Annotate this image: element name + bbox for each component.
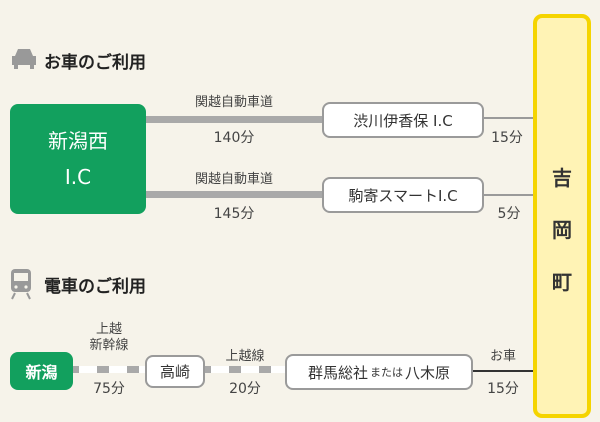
station-gunma-soja: 群馬総社 [307,363,368,382]
route1-line [146,116,322,123]
route1-final-line [484,117,534,119]
route1-final-time: 15分 [491,130,523,146]
seg3-time: 15分 [487,381,519,397]
car-icon [12,49,36,69]
route2-final-line [484,194,534,196]
seg2-rail-line [205,366,285,373]
or-text: または [370,366,403,379]
seg3-mode: お車 [489,349,516,364]
seg2-line-name: 上越線 [225,349,265,364]
destination-yoshioka: 吉 岡 町 [533,14,591,418]
route2-road: 関越自動車道 [194,172,273,187]
exit-komayose-smart: 駒寄スマートI.C [322,177,484,213]
station-takasaki: 高崎 [145,355,205,388]
car-heading: お車のご利用 [44,53,146,73]
destination-char: 吉 [552,166,572,190]
seg1-line-name: 上越新幹線 [73,322,145,354]
seg2-time: 20分 [229,381,261,397]
route1-road: 関越自動車道 [194,95,273,110]
destination-char: 岡 [552,218,572,242]
origin-niigata-nishi-ic: 新潟西 I.C [10,104,146,214]
route2-time: 145分 [213,206,255,222]
seg1-time: 75分 [93,381,125,397]
exit-shibukawa-ikaho: 渋川伊香保 I.C [322,102,484,138]
train-icon [11,269,31,300]
route2-final-time: 5分 [497,206,521,222]
seg1-line-name-2: 新幹線 [89,338,129,353]
seg1-rail-line [73,366,145,373]
route2-line [146,191,322,198]
seg3-line [473,370,533,372]
origin-name: 新潟西 [48,129,108,153]
station-gunma-soja-or-yagihara: 群馬総社または八木原 [285,354,473,390]
seg1-line-name-1: 上越 [95,322,122,337]
station-yagihara: 八木原 [405,363,451,382]
origin-suffix: I.C [64,165,92,189]
train-heading: 電車のご利用 [44,277,146,297]
route1-time: 140分 [213,130,255,146]
destination-char: 町 [552,270,572,294]
origin-niigata: 新潟 [10,352,73,390]
